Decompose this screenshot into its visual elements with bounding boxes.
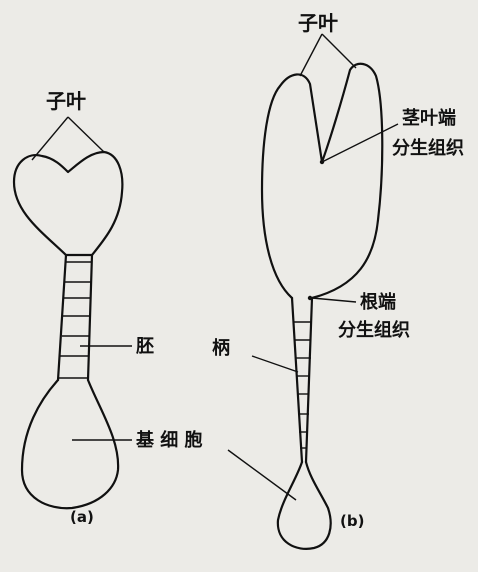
panel-tag-b: (b) (340, 512, 364, 530)
embryo-a-suspensor (58, 255, 92, 380)
embryo-b-basal-cell (278, 462, 331, 549)
embryo-a-body (14, 152, 122, 255)
panel-tag-a: (a) (70, 508, 94, 526)
label-b-cotyledon: 子叶 (298, 11, 338, 35)
label-b-root-meristem-1: 根端 (360, 291, 396, 313)
embryo-a-suspensor-cells (58, 262, 91, 378)
embryo-a-basal-cell (22, 380, 118, 508)
embryo-a-pointers (32, 117, 132, 440)
label-b-shoot-meristem-2: 分生组织 (392, 137, 464, 159)
label-a-basal-cell: 基 细 胞 (135, 429, 203, 451)
label-b-shoot-meristem-1: 茎叶端 (402, 107, 456, 129)
figure-a: 子叶 胚 基 细 胞 (a) (14, 89, 203, 526)
embryo-b-body (262, 64, 382, 298)
label-b-root-meristem-2: 分生组织 (338, 319, 410, 341)
label-a-embryo: 胚 (135, 336, 154, 357)
figure-b: 子叶 茎叶端 分生组织 根端 分生组织 柄 (b) (212, 11, 464, 549)
label-b-suspensor: 柄 (212, 338, 230, 359)
root-meristem-dot (308, 296, 312, 300)
label-a-cotyledon: 子叶 (46, 89, 86, 113)
